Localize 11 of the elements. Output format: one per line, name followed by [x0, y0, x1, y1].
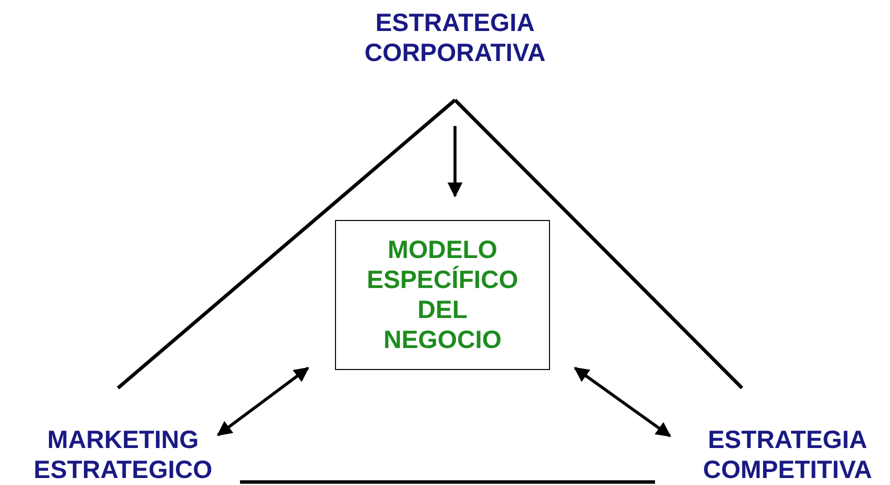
heading-text: ESTRATEGIA COMPETITIVA: [703, 425, 872, 485]
heading-text: ESTRATEGIA CORPORATIVA: [364, 8, 546, 68]
heading-text: MARKETING ESTRATEGICO: [34, 425, 212, 485]
connector-line: [454, 98, 744, 390]
connector-line: [116, 98, 456, 390]
process-box: [335, 220, 550, 370]
connector-line: [240, 480, 655, 484]
arrow: [216, 366, 310, 436]
arrow: [448, 126, 462, 198]
box-label: MODELO ESPECÍFICO DEL NEGOCIO: [366, 235, 518, 355]
arrow: [574, 366, 672, 438]
